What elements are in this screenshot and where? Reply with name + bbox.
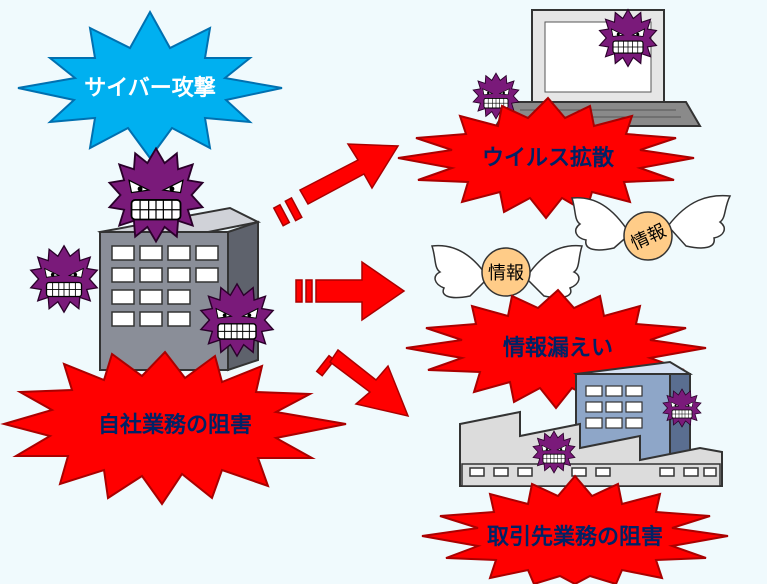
cyber-attack-burst: サイバー攻撃 [17, 9, 283, 160]
virus-spread-label: ウイルス拡散 [482, 146, 615, 171]
info-ball-left-label: 情報 [488, 263, 524, 284]
virus-spread-burst: ウイルス拡散 [397, 96, 695, 220]
office-building-icon [97, 206, 262, 372]
info-ball-left: 情報 [430, 244, 584, 299]
partner-business-label: 取引先業務の阻害 [487, 524, 663, 550]
own-business-label: 自社業務の阻害 [98, 412, 252, 438]
info-leak-label: 情報漏えい [503, 335, 613, 361]
partner-business-burst: 取引先業務の阻害 [421, 474, 729, 584]
arrow-to-leak [295, 260, 406, 322]
arrow-to-partner [315, 348, 410, 418]
info-ball-right: 情報 [570, 194, 732, 261]
own-business-burst: 自社業務の阻害 [0, 350, 347, 506]
arrow-to-virus [272, 143, 400, 227]
cyber-attack-label: サイバー攻撃 [84, 75, 216, 101]
factory-icon [459, 410, 723, 487]
